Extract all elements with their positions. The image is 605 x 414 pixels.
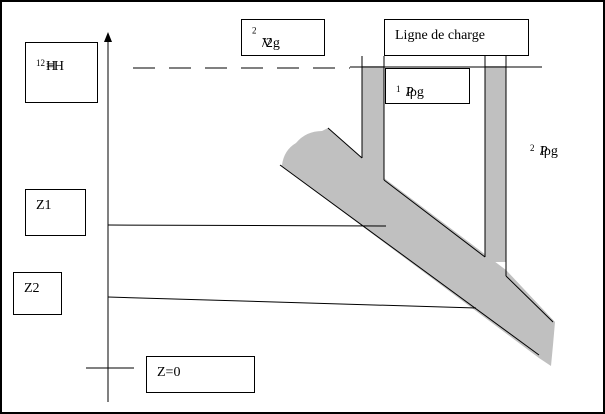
v2-v: V <box>262 36 273 51</box>
v2-rest: /2g <box>262 36 280 51</box>
z2-text: Z2 <box>24 281 40 296</box>
p2-p: P <box>540 144 548 159</box>
h1h2-sub2: 2 <box>40 57 46 68</box>
label-z1: Z1 <box>25 189 86 236</box>
z0-text: Z=0 <box>157 365 181 380</box>
label-ligne-de-charge: Ligne de charge <box>384 19 529 56</box>
ligne-text: Ligne de charge <box>395 28 485 43</box>
p1-p: P <box>406 85 414 100</box>
label-z0: Z=0 <box>146 356 255 393</box>
p1-rest: /ρg <box>406 85 424 100</box>
piezometer-tube-2 <box>485 66 506 262</box>
pipe-upper-edge-mid <box>383 179 486 258</box>
h1h2-sub1: 1 <box>36 57 41 68</box>
z-axis-arrowhead <box>104 32 112 42</box>
piezometer-tube-1 <box>362 66 384 179</box>
h1h2-h: H <box>46 59 57 74</box>
v2-sup: 2 <box>252 25 257 36</box>
label-z2: Z2 <box>13 272 62 315</box>
pipe-upper-edge-right <box>505 275 554 323</box>
p2-sub: 2 <box>530 142 535 153</box>
p2-rest: /ρg <box>540 144 558 159</box>
h1h2-eq: =H <box>46 59 65 74</box>
pipe-upper-edge-left <box>327 127 363 159</box>
z1-text: Z1 <box>36 198 52 213</box>
z1-elevation-line <box>107 224 387 227</box>
pipe-lower-edge <box>279 164 540 356</box>
inclined-pipe <box>280 128 555 366</box>
z2-elevation-line <box>107 296 477 309</box>
p1-sub: 1 <box>396 83 401 94</box>
